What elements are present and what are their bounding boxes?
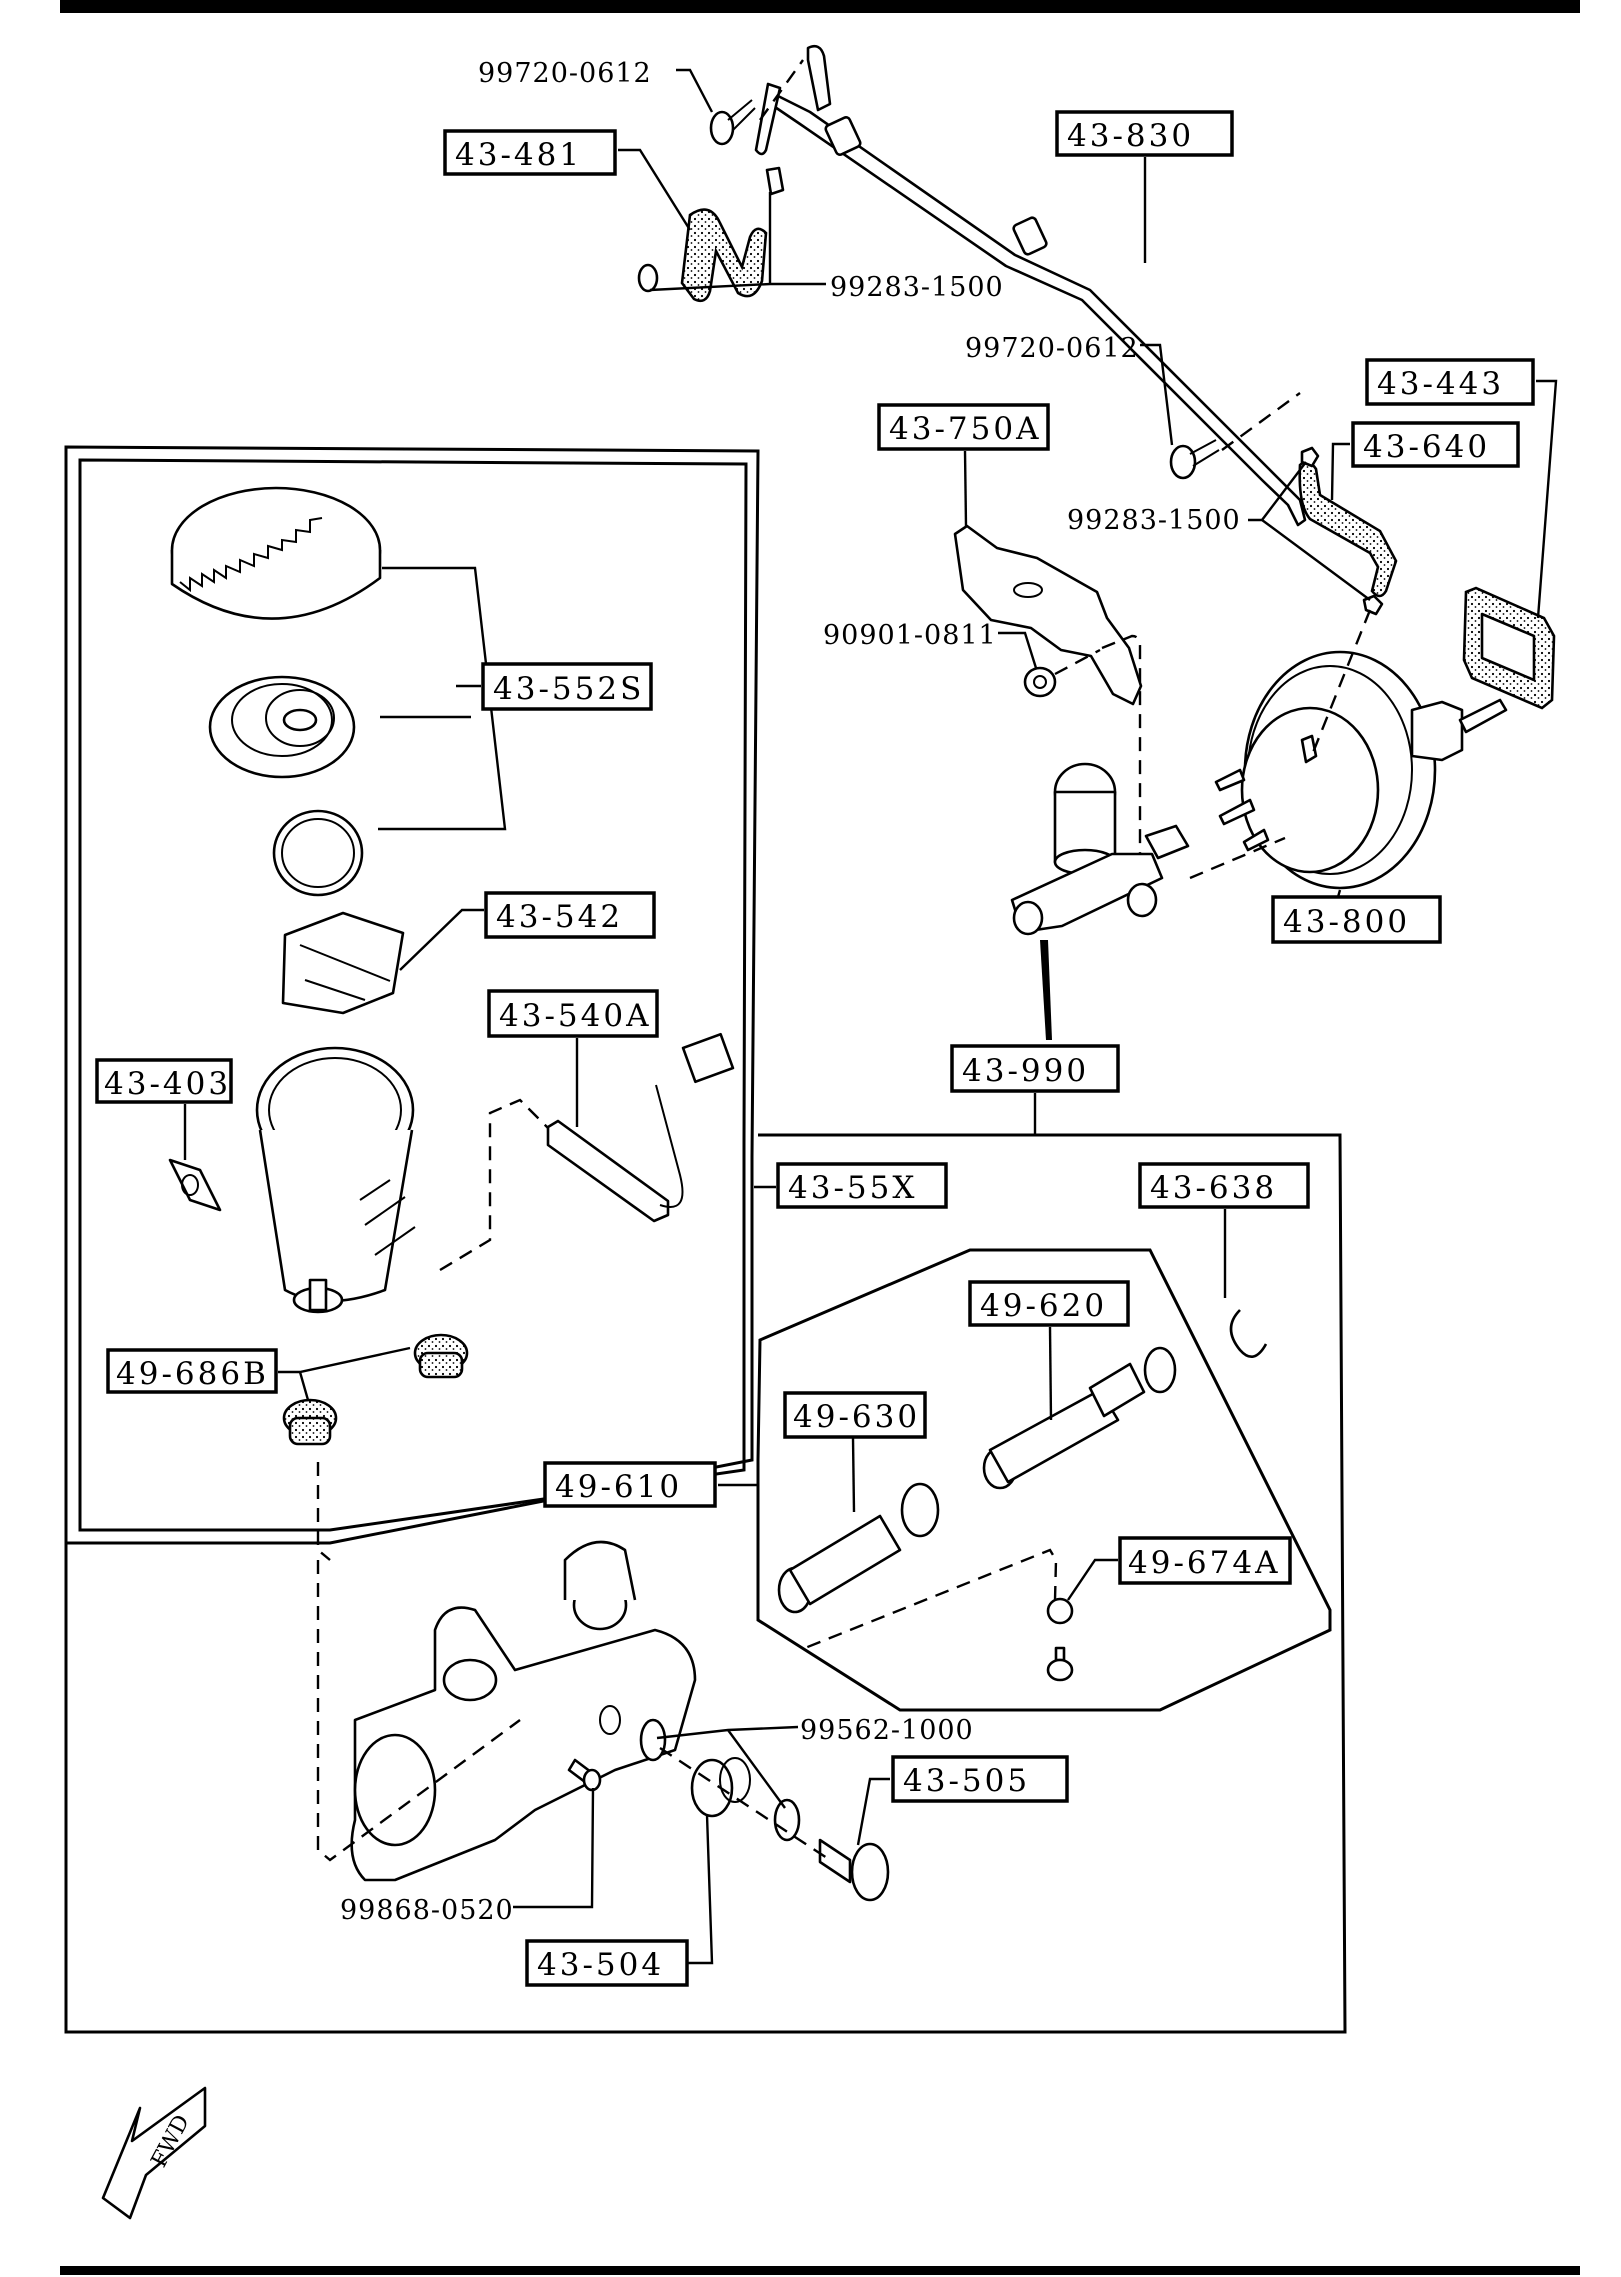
svg-text:43-640: 43-640 [1363, 429, 1490, 465]
fluid-level-sensor-43-540A [546, 1032, 735, 1223]
svg-text:43-504: 43-504 [537, 1947, 664, 1983]
reservoir-cap-43-552S [170, 486, 382, 620]
bottom-rule [60, 2266, 1580, 2275]
callout-49-686B[interactable]: 49-686B [106, 1348, 278, 1394]
callout-43-443[interactable]: 43-443 [1365, 358, 1535, 406]
vacuum-pipe-43-830 [754, 44, 1307, 527]
reservoir-strainer [208, 675, 356, 779]
bolt-99720-0612-lower [1169, 439, 1220, 480]
callout-99868-0520[interactable]: 99868-0520 [340, 1895, 514, 1926]
frame-43-990 [64, 1133, 1347, 2034]
callout-99720-0612-upper[interactable]: 99720-0612 [478, 58, 652, 89]
float-43-542 [281, 911, 405, 1015]
callout-43-800[interactable]: 43-800 [1271, 895, 1442, 944]
callout-43-990[interactable]: 43-990 [950, 1044, 1120, 1093]
callout-43-638[interactable]: 43-638 [1138, 1162, 1310, 1209]
top-rule [60, 0, 1580, 13]
svg-text:43-638: 43-638 [1150, 1170, 1277, 1206]
callout-49-610[interactable]: 49-610 [543, 1461, 717, 1508]
callout-43-504[interactable]: 43-504 [525, 1939, 689, 1987]
piston-49-620 [982, 1346, 1177, 1490]
grommets-49-686B [282, 1333, 469, 1446]
leader-43-481 [618, 148, 692, 231]
piston-49-630 [777, 1482, 940, 1614]
svg-text:43-403: 43-403 [104, 1066, 231, 1102]
svg-text:49-686B: 49-686B [116, 1356, 269, 1392]
svg-text:49-674A: 49-674A [1128, 1545, 1280, 1581]
callout-99562-1000[interactable]: 99562-1000 [800, 1715, 974, 1746]
svg-text:43-540A: 43-540A [499, 998, 651, 1034]
svg-text:43-481: 43-481 [455, 137, 582, 173]
nut-90901-0811 [1023, 666, 1057, 698]
callout-43-552S[interactable]: 43-552S [481, 662, 653, 711]
callout-43-542[interactable]: 43-542 [484, 891, 656, 939]
master-cylinder-body [350, 1540, 697, 1882]
leader-99720-0612-upper [676, 68, 714, 113]
hose-43-481 [637, 166, 785, 303]
reservoir-body [255, 1046, 416, 1314]
svg-text:43-443: 43-443 [1377, 366, 1504, 402]
ring-43-638 [1229, 1309, 1268, 1358]
bolt-99720-0612-upper [709, 99, 756, 146]
frame-49-610-kit [756, 1248, 1332, 1712]
hose-43-640 [1298, 446, 1398, 616]
callout-49-630[interactable]: 49-630 [783, 1391, 927, 1439]
callout-99720-0612-lower[interactable]: 99720-0612 [965, 333, 1139, 364]
bolt-43-505 [818, 1838, 890, 1902]
svg-text:43-830: 43-830 [1067, 118, 1194, 154]
svg-text:49-630: 49-630 [793, 1399, 920, 1435]
callout-43-830[interactable]: 43-830 [1055, 110, 1234, 157]
bracket-43-750A [953, 524, 1143, 706]
callout-99283-1500-upper[interactable]: 99283-1500 [830, 272, 1004, 303]
gasket-43-443 [1462, 586, 1556, 710]
fwd-direction-arrow: FWD [101, 2086, 207, 2220]
svg-text:43-750A: 43-750A [889, 411, 1041, 447]
svg-text:43-55X: 43-55X [788, 1170, 917, 1206]
check-valve-49-674A [1046, 1597, 1074, 1682]
leader-43-990-heavy [1040, 940, 1052, 1040]
svg-text:49-620: 49-620 [980, 1288, 1107, 1324]
svg-text:43-552S: 43-552S [493, 671, 644, 707]
callout-43-540A[interactable]: 43-540A [487, 989, 659, 1038]
callout-49-620[interactable]: 49-620 [968, 1280, 1130, 1327]
svg-text:49-610: 49-610 [555, 1469, 682, 1505]
callout-43-403[interactable]: 43-403 [95, 1058, 233, 1104]
callout-43-481[interactable]: 43-481 [443, 129, 617, 176]
callout-49-674A[interactable]: 49-674A [1118, 1536, 1292, 1585]
master-cylinder-assembly-43-990 [1010, 762, 1190, 936]
inner-frame-reservoir [78, 458, 748, 1532]
callout-90901-0811[interactable]: 90901-0811 [823, 620, 997, 651]
leader-99283-1500-upper [649, 192, 826, 292]
callout-43-750A[interactable]: 43-750A [877, 403, 1050, 451]
brake-booster-43-800 [1214, 650, 1508, 890]
callout-99283-1500-lower[interactable]: 99283-1500 [1067, 505, 1241, 536]
svg-text:43-505: 43-505 [903, 1763, 1030, 1799]
fitting-43-504 [690, 1757, 751, 1818]
reservoir-seal-ring [272, 809, 364, 897]
grommet-43-403 [168, 1158, 222, 1212]
callout-43-505[interactable]: 43-505 [891, 1755, 1069, 1803]
callout-43-640[interactable]: 43-640 [1351, 421, 1520, 468]
svg-text:43-800: 43-800 [1283, 904, 1410, 940]
svg-text:43-542: 43-542 [496, 899, 623, 935]
svg-text:43-990: 43-990 [962, 1053, 1089, 1089]
callout-43-55X[interactable]: 43-55X [776, 1162, 948, 1209]
washer-99562-1000-b [773, 1798, 801, 1842]
washer-99562-1000-a [639, 1718, 667, 1762]
